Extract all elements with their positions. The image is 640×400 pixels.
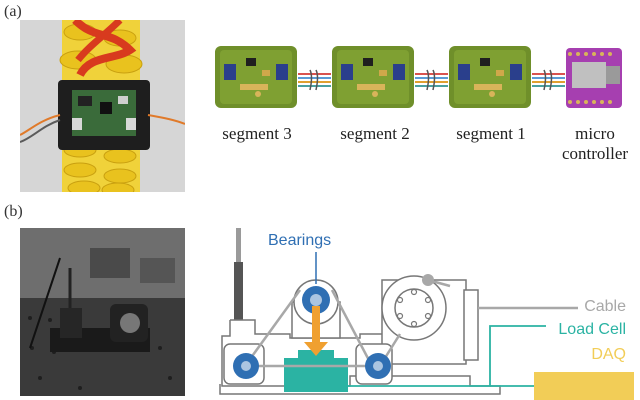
panel-label-a: (a) <box>4 3 22 20</box>
panel-label-b: (b) <box>4 203 23 220</box>
daq-label: DAQ <box>591 346 626 363</box>
bearings-label: Bearings <box>268 232 332 249</box>
test-rig-schematic <box>200 226 640 400</box>
cable-path <box>243 278 578 368</box>
rod-lower <box>234 262 243 320</box>
daq-box <box>534 372 634 400</box>
cable-label: Cable <box>584 298 626 315</box>
microcontroller-label-line1: micro <box>575 124 615 143</box>
sensor-chain <box>210 40 640 115</box>
robot-segment-photo <box>20 20 185 192</box>
microcontroller-board <box>566 48 622 108</box>
pcb-segment-1 <box>449 46 531 108</box>
microcontroller-label-line2: controller <box>561 144 629 163</box>
segment-1-label: segment 1 <box>456 124 526 143</box>
load-cell-label: Load Cell <box>558 321 626 338</box>
base-frame <box>219 320 501 395</box>
load-cell-block <box>284 358 348 392</box>
pcb-segment-2 <box>332 46 414 108</box>
bearing-left <box>233 353 259 379</box>
microcontroller-label: micro controller <box>545 124 640 164</box>
wire-link <box>415 69 448 91</box>
bearing-top <box>302 286 330 314</box>
segment-2-label: segment 2 <box>340 124 410 143</box>
force-arrow <box>304 306 328 356</box>
wire-link <box>532 69 565 91</box>
segment-3-label: segment 3 <box>222 124 292 143</box>
wire-link <box>298 69 331 91</box>
test-rig-photo <box>20 228 185 396</box>
load-cell-wire <box>348 325 546 387</box>
pcb-segment-3 <box>215 46 297 108</box>
bearing-right <box>365 353 391 379</box>
